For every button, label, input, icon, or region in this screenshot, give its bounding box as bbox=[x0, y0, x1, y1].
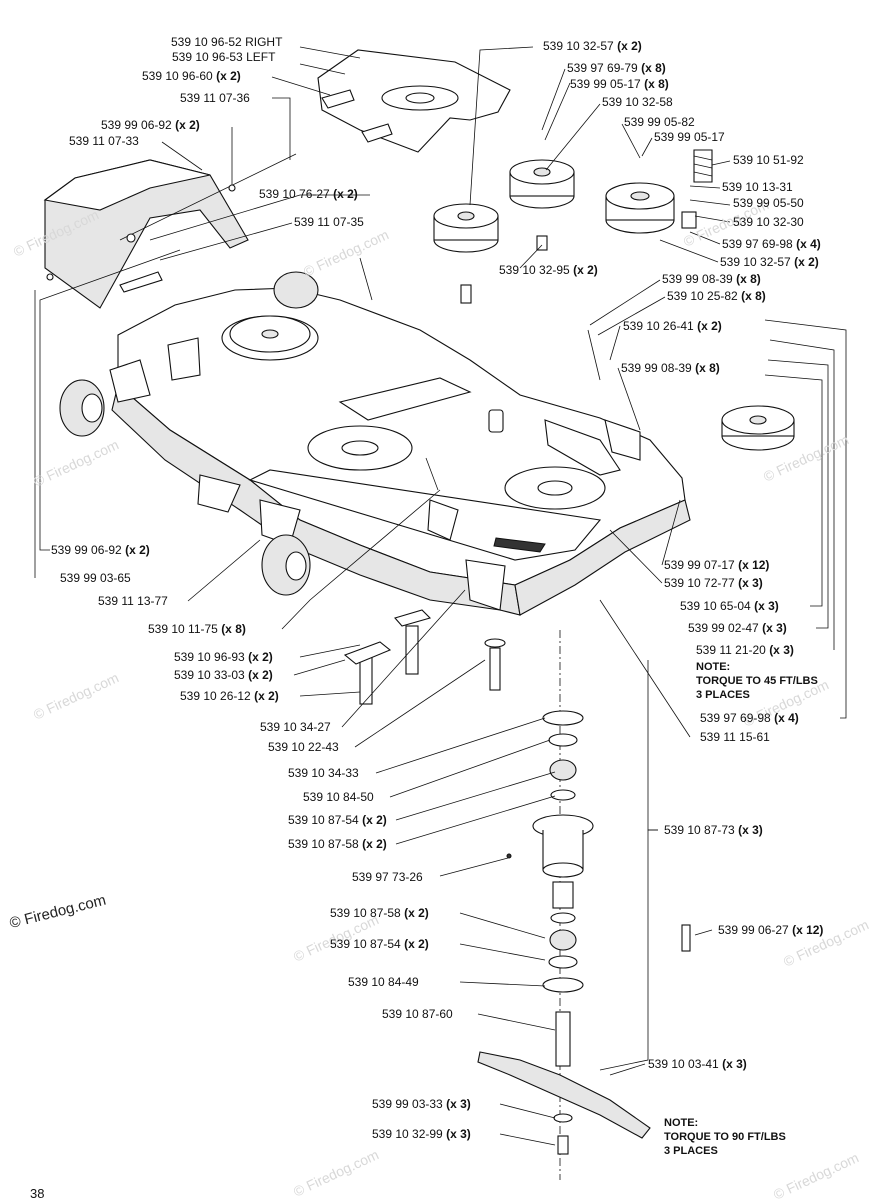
callout-539-10-26-41: 539 10 26-41 (x 2) bbox=[623, 319, 722, 333]
callout-539-10-03-41: 539 10 03-41 (x 3) bbox=[648, 1057, 747, 1071]
callout-539-99-02-47: 539 99 02-47 (x 3) bbox=[688, 621, 787, 635]
callout-539-10-51-92: 539 10 51-92 bbox=[733, 153, 804, 167]
callout-539-10-32-30: 539 10 32-30 bbox=[733, 215, 804, 229]
callout-539-10-72-77: 539 10 72-77 (x 3) bbox=[664, 576, 763, 590]
callout-539-97-69-79: 539 97 69-79 (x 8) bbox=[567, 61, 666, 75]
callout-539-11-13-77: 539 11 13-77 bbox=[98, 594, 168, 608]
callout-539-10-96-53-left: 539 10 96-53 LEFT bbox=[172, 50, 276, 64]
callout-539-10-34-27: 539 10 34-27 bbox=[260, 720, 331, 734]
callout-539-10-84-50: 539 10 84-50 bbox=[303, 790, 374, 804]
callout-539-10-22-43: 539 10 22-43 bbox=[268, 740, 339, 754]
callout-539-99-06-27: 539 99 06-27 (x 12) bbox=[718, 923, 824, 937]
callout-539-10-13-31: 539 10 13-31 bbox=[722, 180, 793, 194]
callout-539-99-05-82: 539 99 05-82 bbox=[624, 115, 695, 129]
callout-539-10-65-04: 539 10 65-04 (x 3) bbox=[680, 599, 779, 613]
callout-539-10-96-52-right: 539 10 96-52 RIGHT bbox=[171, 35, 283, 49]
page-number: 38 bbox=[30, 1186, 45, 1201]
torque-note-45: NOTE: TORQUE TO 45 FT/LBS 3 PLACES bbox=[696, 661, 818, 701]
callout-539-10-84-49: 539 10 84-49 bbox=[348, 975, 419, 989]
callout-539-11-07-33: 539 11 07-33 bbox=[69, 134, 139, 148]
callout-539-10-32-57-mid: 539 10 32-57 (x 2) bbox=[720, 255, 819, 269]
callout-539-10-96-93: 539 10 96-93 (x 2) bbox=[174, 650, 273, 664]
callout-539-99-05-50: 539 99 05-50 bbox=[733, 196, 804, 210]
callout-539-97-69-98-top: 539 97 69-98 (x 4) bbox=[722, 237, 821, 251]
callout-539-99-03-65: 539 99 03-65 bbox=[60, 571, 131, 585]
callout-539-10-25-82: 539 10 25-82 (x 8) bbox=[667, 289, 766, 303]
callout-539-97-73-26: 539 97 73-26 bbox=[352, 870, 423, 884]
callout-539-10-87-73: 539 10 87-73 (x 3) bbox=[664, 823, 763, 837]
callout-539-10-87-58-lower: 539 10 87-58 (x 2) bbox=[330, 906, 429, 920]
callout-539-10-32-99: 539 10 32-99 (x 3) bbox=[372, 1127, 471, 1141]
callout-539-99-08-39-a: 539 99 08-39 (x 8) bbox=[662, 272, 761, 286]
idler-pulleys bbox=[359, 149, 795, 491]
callout-539-10-87-54-lower: 539 10 87-54 (x 2) bbox=[330, 937, 429, 951]
callout-539-10-87-58-upper: 539 10 87-58 (x 2) bbox=[288, 837, 387, 851]
callout-539-99-05-17: 539 99 05-17 bbox=[654, 130, 725, 144]
callout-539-11-21-20: 539 11 21-20 (x 3) bbox=[696, 643, 794, 657]
callout-539-11-07-35: 539 11 07-35 bbox=[294, 215, 364, 229]
callout-539-10-87-60: 539 10 87-60 bbox=[382, 1007, 453, 1021]
mower-deck-housing bbox=[59, 271, 691, 616]
callout-539-10-34-33: 539 10 34-33 bbox=[288, 766, 359, 780]
callout-539-11-15-61: 539 11 15-61 bbox=[700, 730, 770, 744]
callout-539-99-06-92-lower: 539 99 06-92 (x 2) bbox=[51, 543, 150, 557]
callout-539-10-76-27: 539 10 76-27 (x 2) bbox=[259, 187, 358, 201]
callout-539-97-69-98-lower: 539 97 69-98 (x 4) bbox=[700, 711, 799, 725]
callout-539-10-33-03: 539 10 33-03 (x 2) bbox=[174, 668, 273, 682]
leader-lines bbox=[34, 46, 847, 1146]
callout-539-99-03-33: 539 99 03-33 (x 3) bbox=[372, 1097, 471, 1111]
callout-539-99-05-17-x8: 539 99 05-17 (x 8) bbox=[570, 77, 669, 91]
callout-539-11-07-36: 539 11 07-36 bbox=[180, 91, 250, 105]
callout-539-10-32-58: 539 10 32-58 bbox=[602, 95, 673, 109]
callout-539-10-11-75: 539 10 11-75 (x 8) bbox=[148, 622, 246, 636]
callout-539-10-32-57-top: 539 10 32-57 (x 2) bbox=[543, 39, 642, 53]
discharge-chute-deflector bbox=[317, 49, 511, 153]
callout-539-99-08-39-b: 539 99 08-39 (x 8) bbox=[621, 361, 720, 375]
callout-539-10-87-54-upper: 539 10 87-54 (x 2) bbox=[288, 813, 387, 827]
torque-note-90: NOTE: TORQUE TO 90 FT/LBS 3 PLACES bbox=[664, 1117, 786, 1157]
spindle-assembly bbox=[343, 609, 691, 1180]
callout-539-10-26-12: 539 10 26-12 (x 2) bbox=[180, 689, 279, 703]
callout-539-10-96-60: 539 10 96-60 (x 2) bbox=[142, 69, 241, 83]
callout-539-99-06-92: 539 99 06-92 (x 2) bbox=[101, 118, 200, 132]
callout-539-99-07-17: 539 99 07-17 (x 12) bbox=[664, 558, 770, 572]
callout-539-10-32-95: 539 10 32-95 (x 2) bbox=[499, 263, 598, 277]
